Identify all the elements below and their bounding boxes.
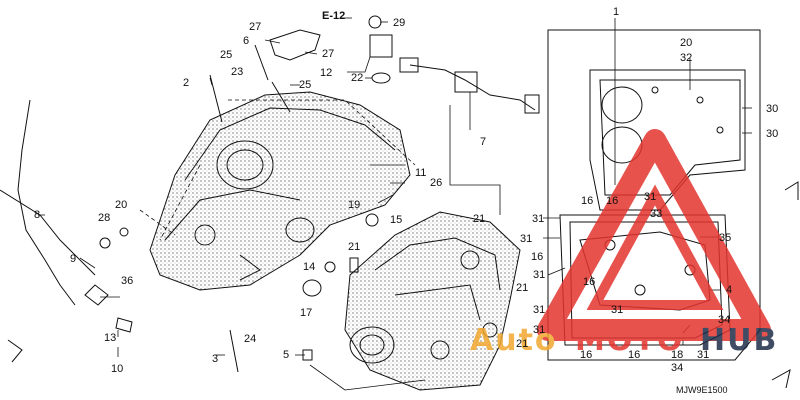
callout-30a: 30 — [766, 103, 778, 115]
callout-23: 23 — [231, 66, 243, 78]
callout-13: 13 — [104, 332, 116, 344]
callout-10: 10 — [111, 363, 123, 375]
diagram-code: MJW9E1500 — [676, 385, 728, 395]
callout-31b: 31 — [520, 233, 532, 245]
callout-1: 1 — [613, 6, 619, 18]
callout-21c: 21 — [516, 282, 528, 294]
watermark-auto: Auto — [470, 323, 558, 358]
callout-16b: 16 — [606, 195, 618, 207]
callout-27b: 27 — [322, 48, 334, 60]
callout-19: 19 — [348, 199, 360, 211]
callout-34b: 34 — [671, 362, 683, 374]
watermark: Auto MOTO HUB — [470, 129, 778, 358]
watermark-triangle — [537, 129, 771, 341]
callout-36: 36 — [121, 275, 133, 287]
callout-20a: 20 — [115, 199, 127, 211]
callout-3: 3 — [212, 353, 218, 365]
lower-crankcase — [344, 211, 521, 391]
callout-16a: 16 — [581, 195, 593, 207]
callout-21b: 21 — [348, 241, 360, 253]
callout-9: 9 — [70, 253, 76, 265]
callout-2: 2 — [183, 77, 189, 89]
upper-crankcase — [139, 91, 416, 291]
small-parts — [0, 15, 799, 389]
callout-31d: 31 — [533, 304, 545, 316]
callout-31f: 31 — [611, 304, 623, 316]
callout-25a: 25 — [220, 49, 232, 61]
callout-24: 24 — [244, 333, 256, 345]
callout-16e: 16 — [580, 349, 592, 361]
callout-34a: 34 — [718, 314, 730, 326]
callout-31h: 31 — [644, 191, 656, 203]
callout-14: 14 — [303, 261, 315, 273]
callout-28: 28 — [98, 212, 110, 224]
callout-16f: 16 — [628, 349, 640, 361]
callout-6: 6 — [243, 35, 249, 47]
callout-18: 18 — [671, 349, 683, 361]
callout-27a: 27 — [249, 21, 261, 33]
callout-29: 29 — [393, 17, 405, 29]
reference-e12: E-12 — [322, 10, 345, 22]
callout-21d: 21 — [516, 338, 528, 350]
callout-17: 17 — [300, 307, 312, 319]
callout-12: 12 — [320, 67, 332, 79]
callout-22: 22 — [351, 72, 363, 84]
breather-hose — [17, 99, 76, 306]
callout-25b: 25 — [299, 79, 311, 91]
callout-15: 15 — [390, 214, 402, 226]
callout-31e: 31 — [533, 324, 545, 336]
callout-31g: 31 — [697, 349, 709, 361]
callout-4: 4 — [726, 284, 732, 296]
callout-21a: 21 — [473, 213, 485, 225]
callout-30b: 30 — [766, 128, 778, 140]
callout-31a: 31 — [532, 213, 544, 225]
callout-11: 11 — [415, 167, 426, 179]
callout-31c: 31 — [533, 269, 545, 281]
callout-26: 26 — [430, 177, 442, 189]
callout-20b: 20 — [680, 37, 692, 49]
callout-5: 5 — [283, 349, 289, 361]
callout-7: 7 — [480, 136, 486, 148]
callout-33: 33 — [650, 208, 662, 220]
callout-labels: E-12 1 2 3 4 5 6 7 8 9 10 11 12 13 14 15… — [34, 6, 778, 395]
callout-8: 8 — [34, 209, 40, 221]
watermark-moto: MOTO — [575, 323, 684, 358]
callout-16d: 16 — [583, 276, 595, 288]
callout-32: 32 — [680, 52, 692, 64]
callout-16c: 16 — [531, 251, 543, 263]
callout-35: 35 — [719, 232, 731, 244]
watermark-hub: HUB — [700, 323, 778, 358]
